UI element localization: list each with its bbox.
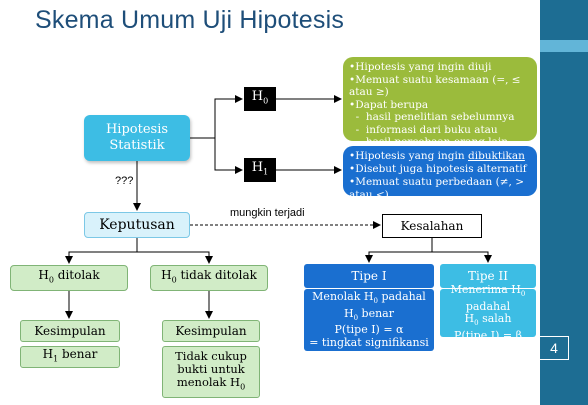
h1-benar-box: H1 benar bbox=[20, 346, 120, 368]
tidak-cukup-box: Tidak cukup bukti untuk menolak H0 bbox=[162, 346, 260, 398]
h0-description-box: •Hipotesis yang ingin diuji •Memuat suat… bbox=[343, 57, 537, 148]
h0-desc-line: - hasil penelitian sebelumnya bbox=[349, 111, 515, 123]
ntol-post: tidak ditolak bbox=[176, 268, 257, 283]
line-kep-split2 bbox=[137, 251, 213, 264]
h0-desc-line: •Memuat suatu kesamaan (=, ≤ atau ≥) bbox=[349, 73, 521, 99]
question-label: ??? bbox=[115, 175, 134, 187]
line-hip-h1 bbox=[214, 138, 243, 174]
mungkin-terjadi-label: mungkin terjadi bbox=[230, 207, 305, 219]
h1-desc-underline: dibuktikan bbox=[467, 150, 525, 162]
keputusan-label: Keputusan bbox=[99, 217, 175, 233]
h1benar-pre: H bbox=[42, 347, 54, 362]
tipe1-header: Tipe I bbox=[304, 264, 434, 288]
ditolak-pre: H bbox=[38, 268, 49, 283]
line-kep-split bbox=[65, 238, 138, 264]
tipe2-description: Menerima H0 padahal H0 salah P(tipe I) =… bbox=[440, 283, 536, 341]
t1-l1-pre: Menolak H bbox=[312, 289, 374, 303]
t2-l2-sub: 0 bbox=[474, 319, 479, 328]
line-hip-h0 bbox=[190, 95, 243, 139]
hipotesis-statistik-box: Hipotesis Statistik bbox=[84, 115, 190, 161]
tdk-line3: menolak H bbox=[176, 375, 241, 390]
t2-l2-pre: H bbox=[464, 312, 475, 325]
ditolak-sub: 0 bbox=[48, 275, 54, 285]
t1-l1-post: padahal bbox=[377, 289, 426, 303]
h0-label: H bbox=[251, 88, 264, 104]
h0-desc-line: •Hipotesis yang ingin diuji bbox=[349, 61, 492, 73]
tipe1-description: Menolak H0 padahal H0 benar P(tipe I) = … bbox=[304, 289, 434, 351]
tipe2-header: Tipe II bbox=[440, 264, 536, 288]
t1-l1-sub: 0 bbox=[373, 297, 378, 305]
sidebar-decoration bbox=[540, 0, 588, 405]
sidebar-accent bbox=[540, 40, 588, 52]
h1-desc-line1: •Hipotesis yang ingin bbox=[349, 150, 468, 162]
page-title: Skema Umum Uji Hipotesis bbox=[35, 6, 345, 34]
t1-l3: P(tipe I) = α bbox=[334, 323, 404, 337]
tipe2-label: Tipe II bbox=[468, 269, 508, 283]
tdk-sub: 0 bbox=[240, 382, 246, 392]
line-kes-split bbox=[365, 238, 433, 263]
ntol-pre: H bbox=[161, 268, 172, 283]
h1-box: H1 bbox=[244, 158, 276, 182]
t1-l4: = tingkat signifikansi bbox=[309, 335, 429, 349]
ditolak-post: ditolak bbox=[53, 268, 100, 283]
t2-l1-pre: Menerima H bbox=[450, 282, 521, 296]
t1-l2-pre: H bbox=[343, 306, 354, 320]
t1-l2-post: benar bbox=[358, 306, 394, 320]
t1-l2-sub: 0 bbox=[353, 313, 359, 322]
h0-desc-line: •Dapat berupa bbox=[349, 98, 429, 111]
h1-description-box: •Hipotesis yang ingin dibuktikan •Disebu… bbox=[343, 146, 537, 201]
keputusan-box: Keputusan bbox=[84, 212, 190, 238]
h0-ditolak-box: H0 ditolak bbox=[10, 265, 128, 291]
tdk-line1: Tidak cukup bbox=[175, 349, 247, 364]
h1-label: H bbox=[251, 159, 264, 175]
h0-desc-line: - hasil percobaan orang lain bbox=[349, 136, 509, 148]
t2-l1-sub: 0 bbox=[520, 290, 526, 298]
h1-desc-line3: •Memuat suatu perbedaan (≠, > atau <) bbox=[349, 176, 525, 201]
kesimpulan-box-2: Kesimpulan bbox=[162, 320, 260, 342]
kesalahan-label: Kesalahan bbox=[400, 219, 464, 233]
h1-sub: 1 bbox=[263, 167, 269, 177]
h1-desc-line2: •Disebut juga hipotesis alternatif bbox=[349, 163, 527, 175]
h0-desc-line: - informasi dari buku atau bbox=[349, 123, 498, 136]
ntol-sub: 0 bbox=[171, 275, 177, 285]
h0-box: H0 bbox=[244, 87, 276, 111]
hipotesis-line1: Hipotesis bbox=[105, 122, 169, 137]
kesimpulan-box-1: Kesimpulan bbox=[20, 320, 120, 342]
t2-l2-post: salah bbox=[478, 312, 512, 325]
kesimpulan-label-1: Kesimpulan bbox=[34, 324, 106, 338]
h0-tidak-ditolak-box: H0 tidak ditolak bbox=[150, 265, 268, 291]
tipe1-label: Tipe I bbox=[351, 269, 387, 283]
tdk-line2: bukti untuk bbox=[177, 362, 245, 377]
h1benar-post: benar bbox=[58, 347, 98, 362]
h1benar-sub: 1 bbox=[53, 354, 59, 364]
t2-l1-post: padahal bbox=[465, 299, 511, 313]
hipotesis-line2: Statistik bbox=[109, 138, 165, 153]
kesalahan-box: Kesalahan bbox=[382, 214, 482, 238]
page-number: 4 bbox=[540, 336, 569, 360]
kesimpulan-label-2: Kesimpulan bbox=[175, 324, 247, 338]
t2-l3: P(tipe I) = β bbox=[454, 328, 522, 342]
line-kes-split2 bbox=[432, 251, 492, 263]
h0-sub: 0 bbox=[263, 96, 269, 106]
